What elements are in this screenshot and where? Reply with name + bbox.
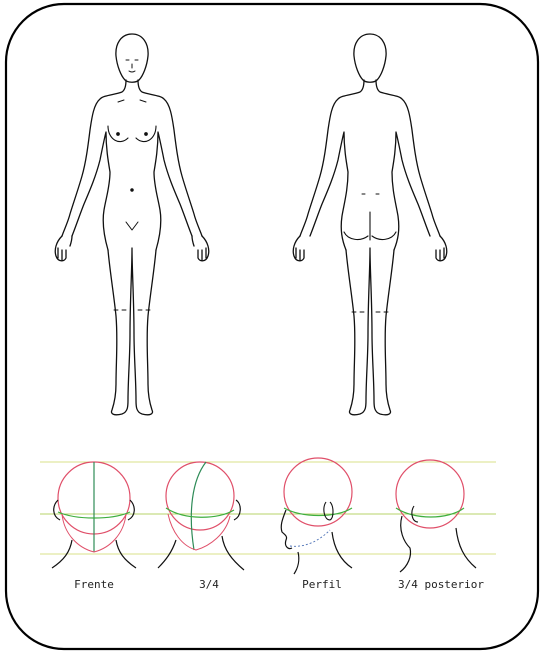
label-frente: Frente [74,578,114,591]
front-legs [108,248,156,415]
back-left-hand [293,236,304,261]
label-three-quarter-posterior: 3/4 posterior [398,578,484,591]
back-buttocks [344,212,396,240]
back-right-hand [436,236,447,261]
back-body-figure [293,34,447,415]
head-34-vertical-axis [191,462,206,550]
head-profile-neck [294,532,352,574]
head-profile-jaw [290,530,330,546]
front-right-hand [192,236,209,261]
front-face [126,60,138,72]
head-front [52,462,136,568]
head-34back-cranium [396,460,464,528]
front-body-figure [55,34,209,415]
head-profile-ear [324,502,333,520]
head-34back-horizontal-axis [396,508,464,517]
label-perfil: Perfil [302,578,342,591]
back-legs [346,248,394,415]
head-34back-outline [400,516,476,572]
head-34-jaw [168,514,230,550]
front-left-hand [55,236,72,261]
head-guide-lines [40,462,496,554]
back-head [354,34,386,82]
frame-border [6,4,538,649]
front-chest [108,126,156,142]
front-head [116,34,148,82]
head-profile [281,458,352,574]
head-34-horizontal-axis [166,508,234,517]
label-three-quarter: 3/4 [199,578,219,591]
front-body-outline [62,80,202,236]
head-three-quarter-back [396,460,476,572]
head-profile-face [281,510,292,549]
